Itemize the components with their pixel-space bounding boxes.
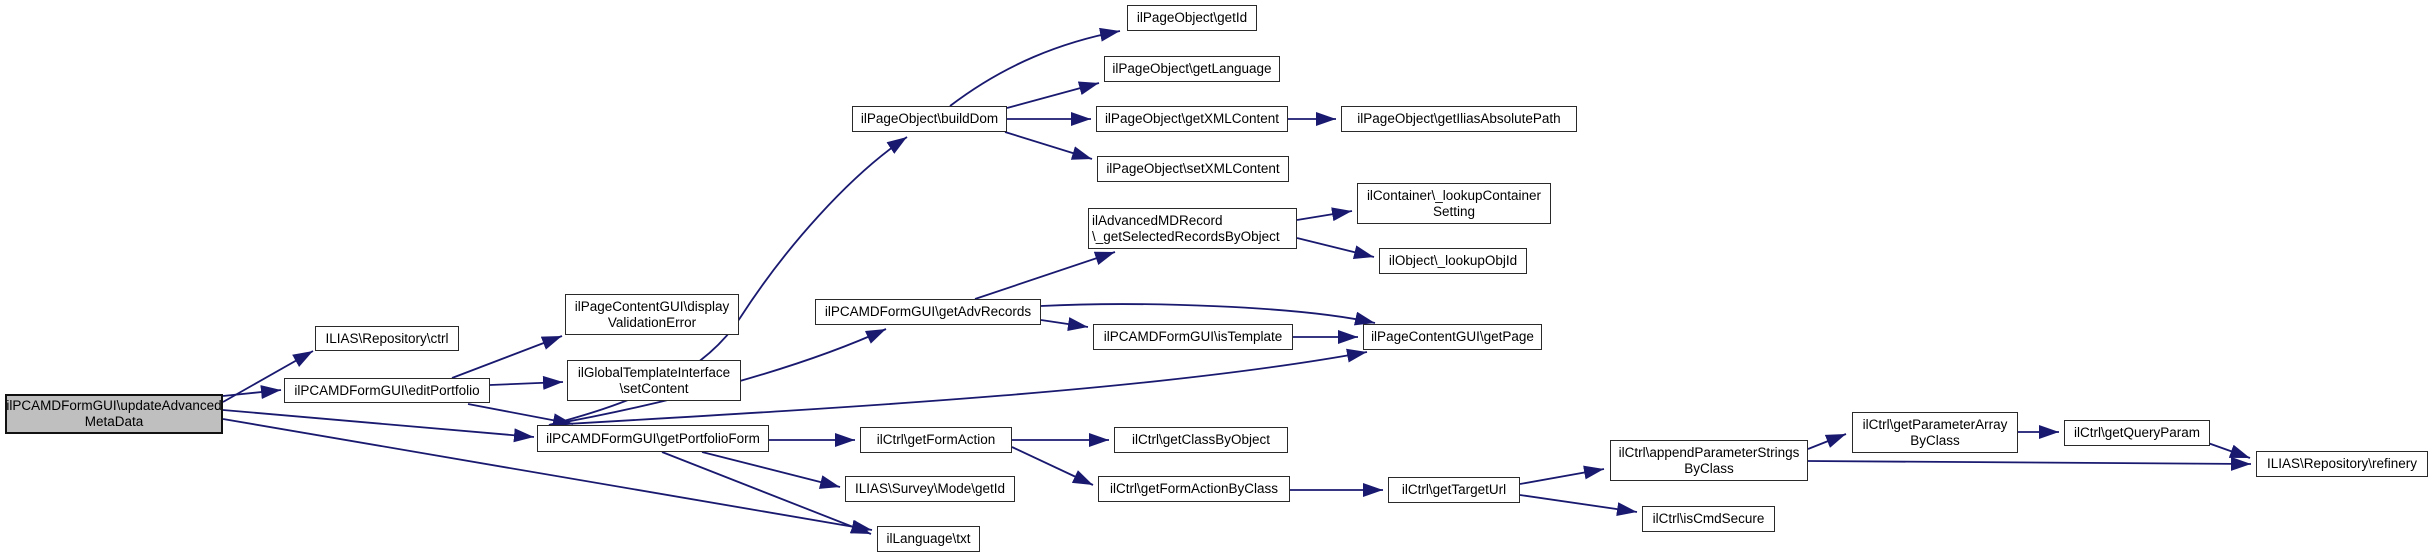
node-get-form-action-by-class[interactable]: ilCtrl\getFormActionByClass: [1098, 476, 1290, 502]
node-get-parameter-array-by-class[interactable]: ilCtrl\getParameterArray ByClass: [1852, 412, 2018, 453]
node-lookup-container-setting[interactable]: ilContainer\_lookupContainer Setting: [1357, 183, 1551, 224]
edge-get-target-url--append-parameter-strings-by-class: [1519, 465, 1605, 485]
edge-get-form-action--get-form-action-by-class: [1011, 446, 1094, 486]
node-repository-refinery[interactable]: ILIAS\Repository\refinery: [2256, 451, 2428, 477]
node-update-advanced-meta-data[interactable]: ilPCAMDFormGUI\updateAdvanced MetaData: [5, 394, 223, 434]
edge-get-selected-records-by-object--lookup-container-setting: [1296, 207, 1353, 222]
edge-get-portfolio-form--language-txt: [661, 451, 872, 535]
node-get-id[interactable]: ilPageObject\getId: [1127, 5, 1257, 31]
node-get-language[interactable]: ilPageObject\getLanguage: [1104, 56, 1280, 82]
edge-append-parameter-strings-by-class--get-parameter-array-by-class: [1807, 433, 1847, 450]
node-get-class-by-object[interactable]: ilCtrl\getClassByObject: [1114, 427, 1288, 453]
edge-build-dom--get-language: [1006, 81, 1100, 109]
edge-update-advanced-meta-data--edit-portfolio: [222, 385, 282, 400]
node-get-xml-content[interactable]: ilPageObject\getXMLContent: [1096, 106, 1288, 132]
edge-edit-portfolio--display-validation-error: [451, 335, 563, 379]
edge-get-portfolio-form--get-page: [548, 348, 1368, 426]
edge-update-advanced-meta-data--get-portfolio-form: [222, 409, 535, 443]
node-repository-ctrl[interactable]: ILIAS\Repository\ctrl: [315, 326, 459, 351]
node-get-target-url[interactable]: ilCtrl\getTargetUrl: [1388, 477, 1520, 503]
node-append-parameter-strings-by-class[interactable]: ilCtrl\appendParameterStrings ByClass: [1610, 440, 1808, 481]
edge-build-dom--get-id: [949, 27, 1121, 107]
node-get-selected-records-by-object[interactable]: ilAdvancedMDRecord \_getSelectedRecordsB…: [1088, 208, 1297, 249]
node-get-adv-records[interactable]: ilPCAMDFormGUI\getAdvRecords: [815, 299, 1041, 325]
edge-get-query-param--repository-refinery: [2207, 442, 2251, 459]
node-get-form-action[interactable]: ilCtrl\getFormAction: [860, 427, 1012, 453]
edge-update-advanced-meta-data--language-txt: [222, 418, 873, 534]
edge-get-adv-records--is-template: [1040, 317, 1089, 331]
node-get-ilias-absolute-path[interactable]: ilPageObject\getIliasAbsolutePath: [1341, 106, 1577, 132]
node-set-xml-content[interactable]: ilPageObject\setXMLContent: [1097, 156, 1289, 182]
edge-edit-portfolio--get-portfolio-form: [467, 403, 574, 428]
node-get-query-param[interactable]: ilCtrl\getQueryParam: [2064, 420, 2210, 446]
edge-get-adv-records--get-selected-records-by-object: [974, 251, 1116, 300]
node-get-portfolio-form[interactable]: ilPCAMDFormGUI\getPortfolioForm: [537, 425, 769, 452]
node-edit-portfolio[interactable]: ilPCAMDFormGUI\editPortfolio: [284, 378, 490, 403]
edge-append-parameter-strings-by-class--repository-refinery: [1807, 456, 2252, 471]
edge-get-selected-records-by-object--lookup-obj-id: [1296, 237, 1375, 260]
edge-edit-portfolio--set-content: [489, 375, 564, 390]
node-is-template[interactable]: ilPCAMDFormGUI\isTemplate: [1093, 324, 1293, 350]
node-is-cmd-secure[interactable]: ilCtrl\isCmdSecure: [1642, 506, 1775, 532]
edge-get-portfolio-form--build-dom: [548, 136, 908, 426]
edge-get-adv-records--get-page: [1040, 303, 1376, 326]
edge-get-target-url--is-cmd-secure: [1519, 494, 1638, 517]
edges-group: [222, 27, 2252, 535]
node-language-txt[interactable]: ilLanguage\txt: [877, 526, 980, 552]
edge-build-dom--set-xml-content: [1004, 131, 1093, 160]
node-lookup-obj-id[interactable]: ilObject\_lookupObjId: [1379, 248, 1527, 274]
node-survey-mode-get-id[interactable]: ILIAS\Survey\Mode\getId: [845, 476, 1015, 502]
node-set-content[interactable]: ilGlobalTemplateInterface \setContent: [567, 360, 741, 401]
node-get-page[interactable]: ilPageContentGUI\getPage: [1363, 324, 1542, 350]
node-display-validation-error[interactable]: ilPageContentGUI\display ValidationError: [565, 294, 739, 335]
edge-get-portfolio-form--survey-mode-get-id: [701, 451, 841, 489]
edge-update-advanced-meta-data--repository-ctrl: [222, 350, 314, 403]
node-build-dom[interactable]: ilPageObject\buildDom: [852, 106, 1007, 132]
